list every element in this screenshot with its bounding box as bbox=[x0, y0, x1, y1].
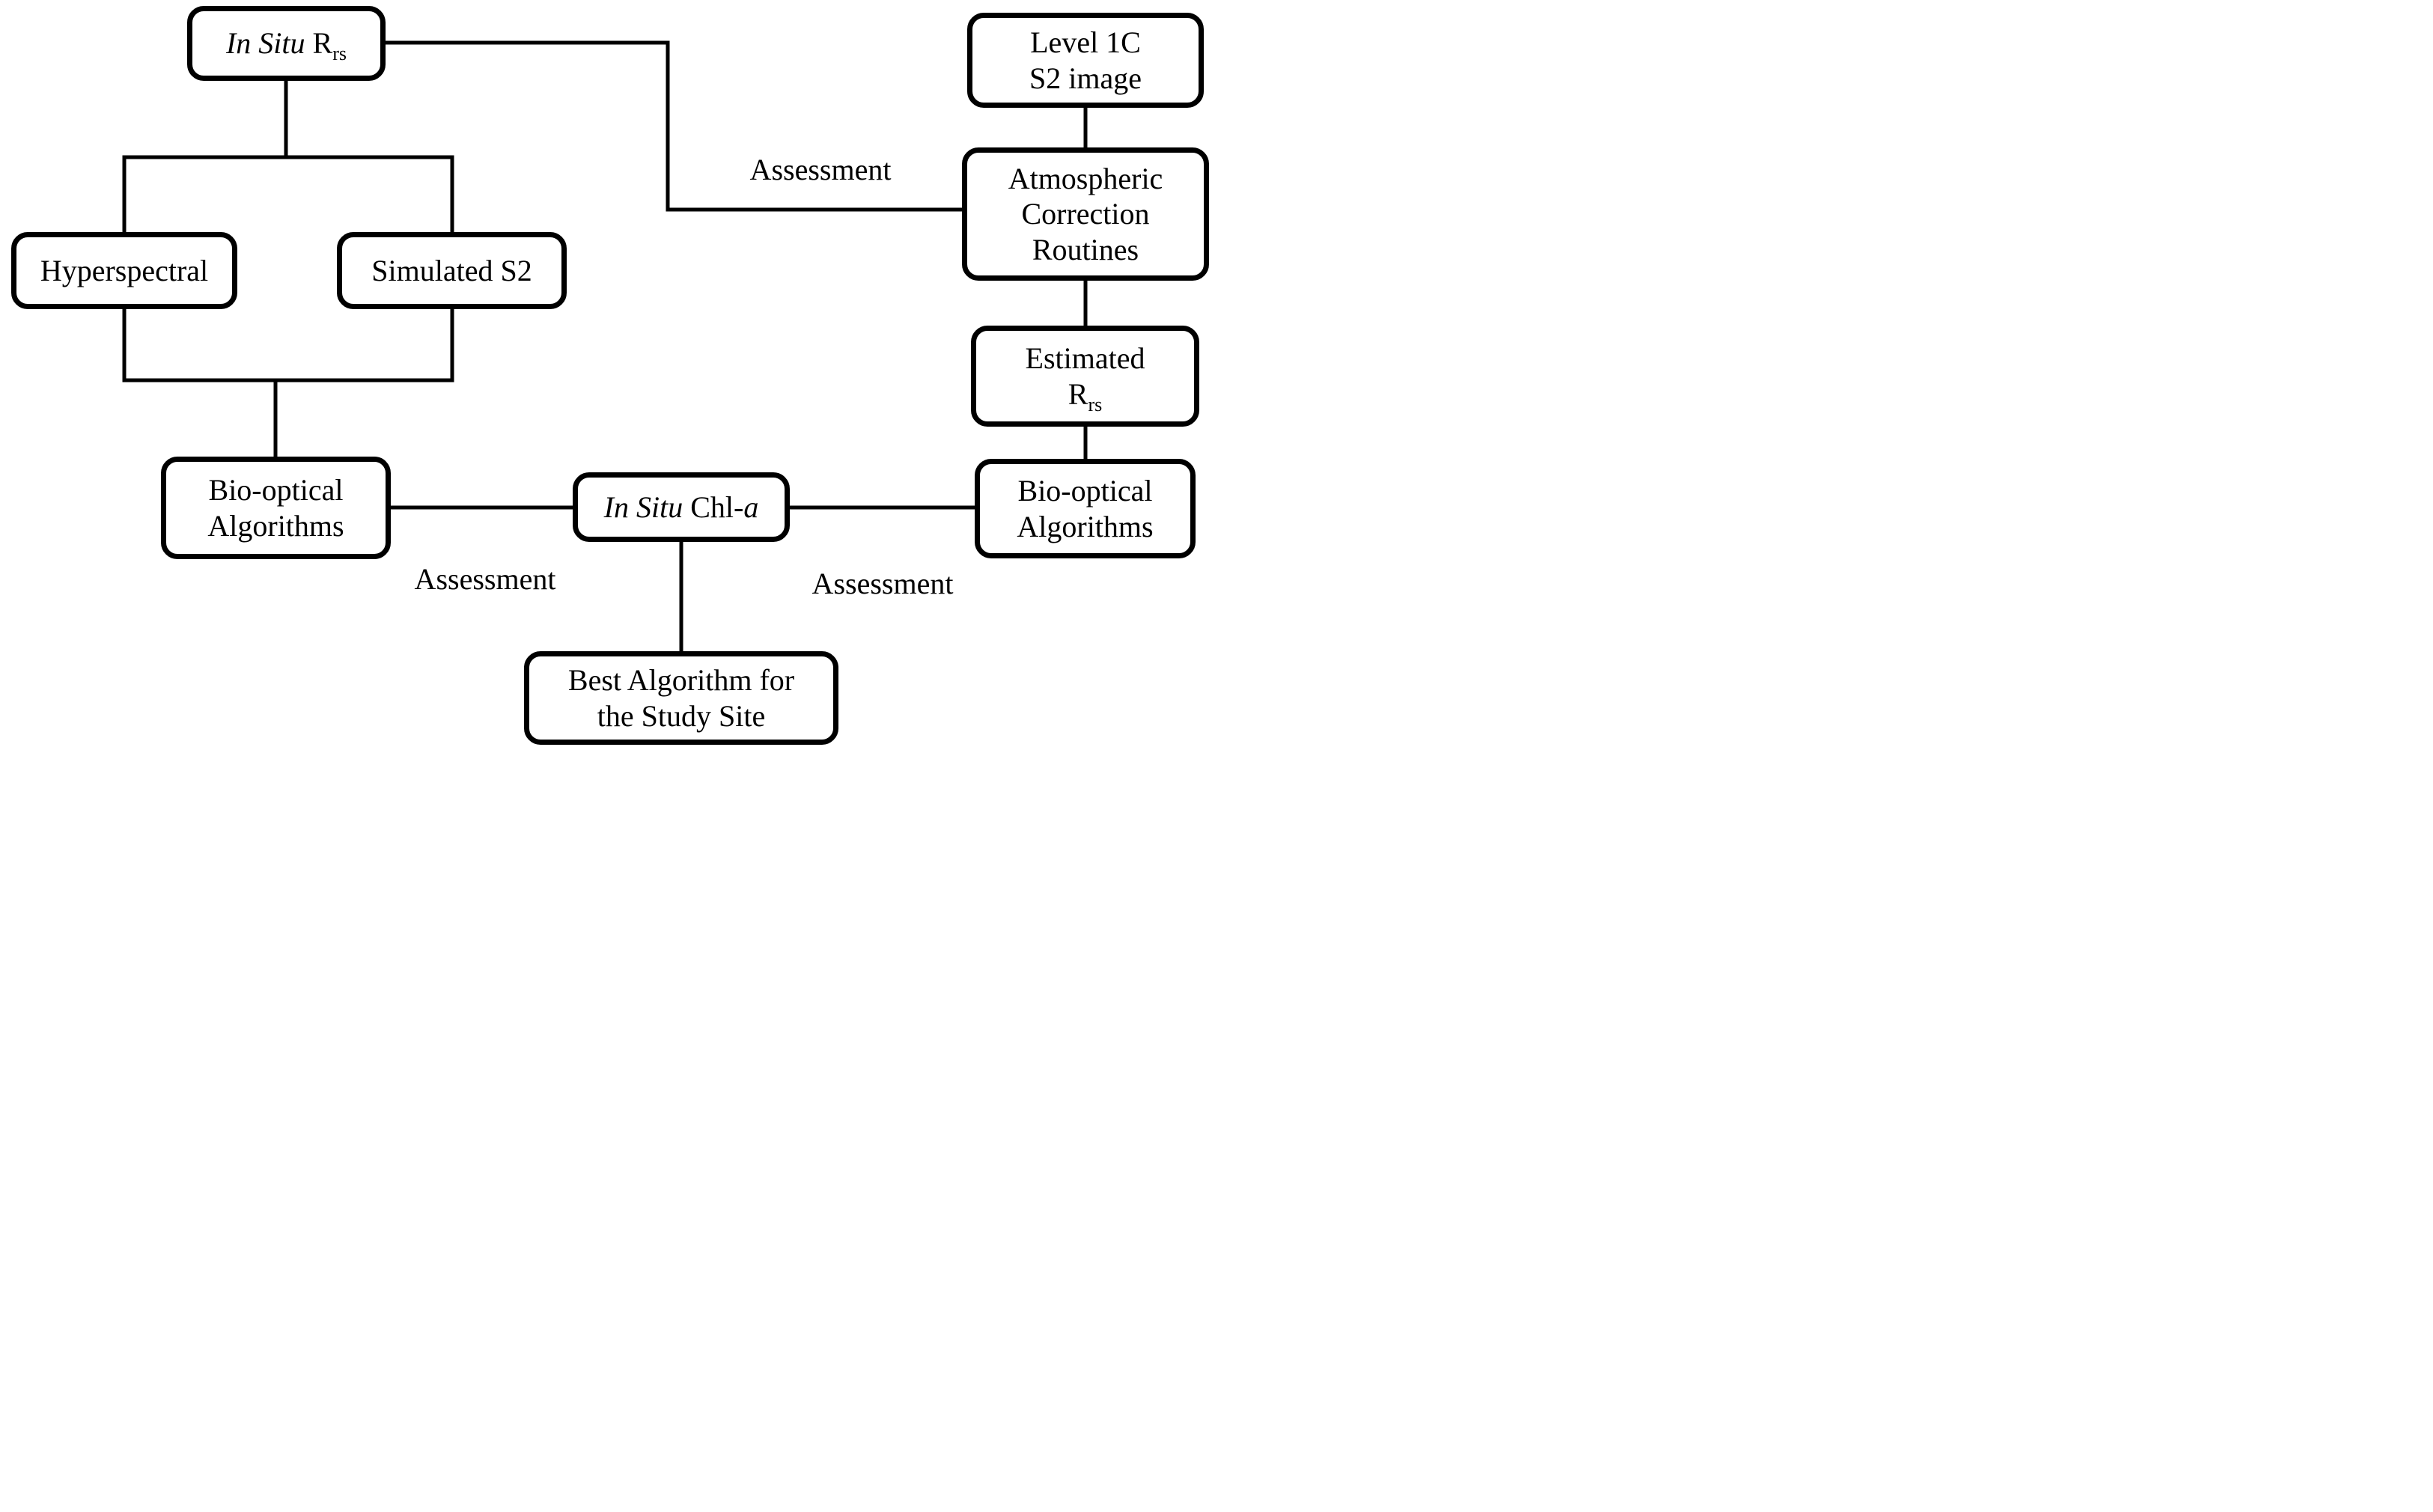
bio-optical-left-line1: Bio-optical bbox=[208, 473, 344, 507]
box-in-situ-rrs: In Situ Rrs bbox=[187, 6, 386, 81]
assessment-label-left: Assessment bbox=[414, 562, 556, 596]
best-algorithm-line1: Best Algorithm for bbox=[567, 663, 795, 698]
acr-line1: Atmospheric bbox=[1008, 162, 1163, 196]
assessment-label-right: Assessment bbox=[811, 567, 954, 600]
box-atmospheric-correction-routines: Atmospheric Correction Routines bbox=[962, 147, 1209, 281]
chla-a-italic-text: a bbox=[743, 490, 759, 524]
connector-assessment-top bbox=[386, 40, 962, 212]
estimated-rrs-line2: Rrs bbox=[1068, 377, 1103, 415]
box-simulated-s2: Simulated S2 bbox=[337, 232, 567, 309]
estimated-rrs-symbol: R bbox=[1068, 377, 1088, 411]
hyperspectral-label: Hyperspectral bbox=[40, 253, 209, 287]
box-level-1c-s2-image: Level 1C S2 image bbox=[967, 13, 1204, 108]
in-situ-italic-text: In Situ bbox=[225, 26, 305, 61]
in-situ-chla-label: In Situ Chl-a bbox=[604, 490, 759, 525]
chla-in-situ-italic-text: In Situ bbox=[603, 490, 683, 524]
box-in-situ-rrs-label: In Situ Rrs bbox=[225, 25, 347, 65]
rrs-subscript: rs bbox=[332, 43, 347, 65]
level1c-line2: S2 image bbox=[1029, 61, 1142, 95]
box-bio-optical-algorithms-left: Bio-optical Algorithms bbox=[161, 457, 391, 559]
acr-line2: Correction bbox=[1021, 197, 1150, 231]
acr-line3: Routines bbox=[1032, 232, 1139, 266]
box-estimated-rrs: Estimated Rrs bbox=[971, 326, 1199, 427]
box-bio-optical-algorithms-right: Bio-optical Algorithms bbox=[975, 459, 1196, 558]
connector-lines bbox=[122, 40, 1088, 651]
simulated-s2-label: Simulated S2 bbox=[371, 253, 532, 287]
best-algorithm-line2: the Study Site bbox=[597, 698, 766, 733]
bio-optical-right-line2: Algorithms bbox=[1017, 509, 1154, 543]
box-best-algorithm: Best Algorithm for the Study Site bbox=[524, 651, 838, 745]
estimated-rrs-subscript: rs bbox=[1088, 393, 1103, 415]
box-in-situ-chl-a: In Situ Chl-a bbox=[573, 472, 790, 542]
estimated-rrs-line1: Estimated bbox=[1025, 341, 1145, 376]
assessment-label-top: Assessment bbox=[749, 153, 892, 186]
flowchart-canvas: In Situ Rrs Level 1C S2 image Atmospheri… bbox=[0, 0, 1216, 756]
bio-optical-right-line1: Bio-optical bbox=[1017, 474, 1153, 508]
connector-top-bracket bbox=[122, 155, 454, 232]
rrs-symbol-text: R bbox=[305, 26, 333, 61]
chla-main-text: Chl- bbox=[683, 490, 744, 524]
bio-optical-left-line2: Algorithms bbox=[207, 508, 344, 543]
box-hyperspectral: Hyperspectral bbox=[11, 232, 237, 309]
level1c-line1: Level 1C bbox=[1030, 25, 1141, 60]
connector-bottom-bracket bbox=[122, 309, 454, 382]
